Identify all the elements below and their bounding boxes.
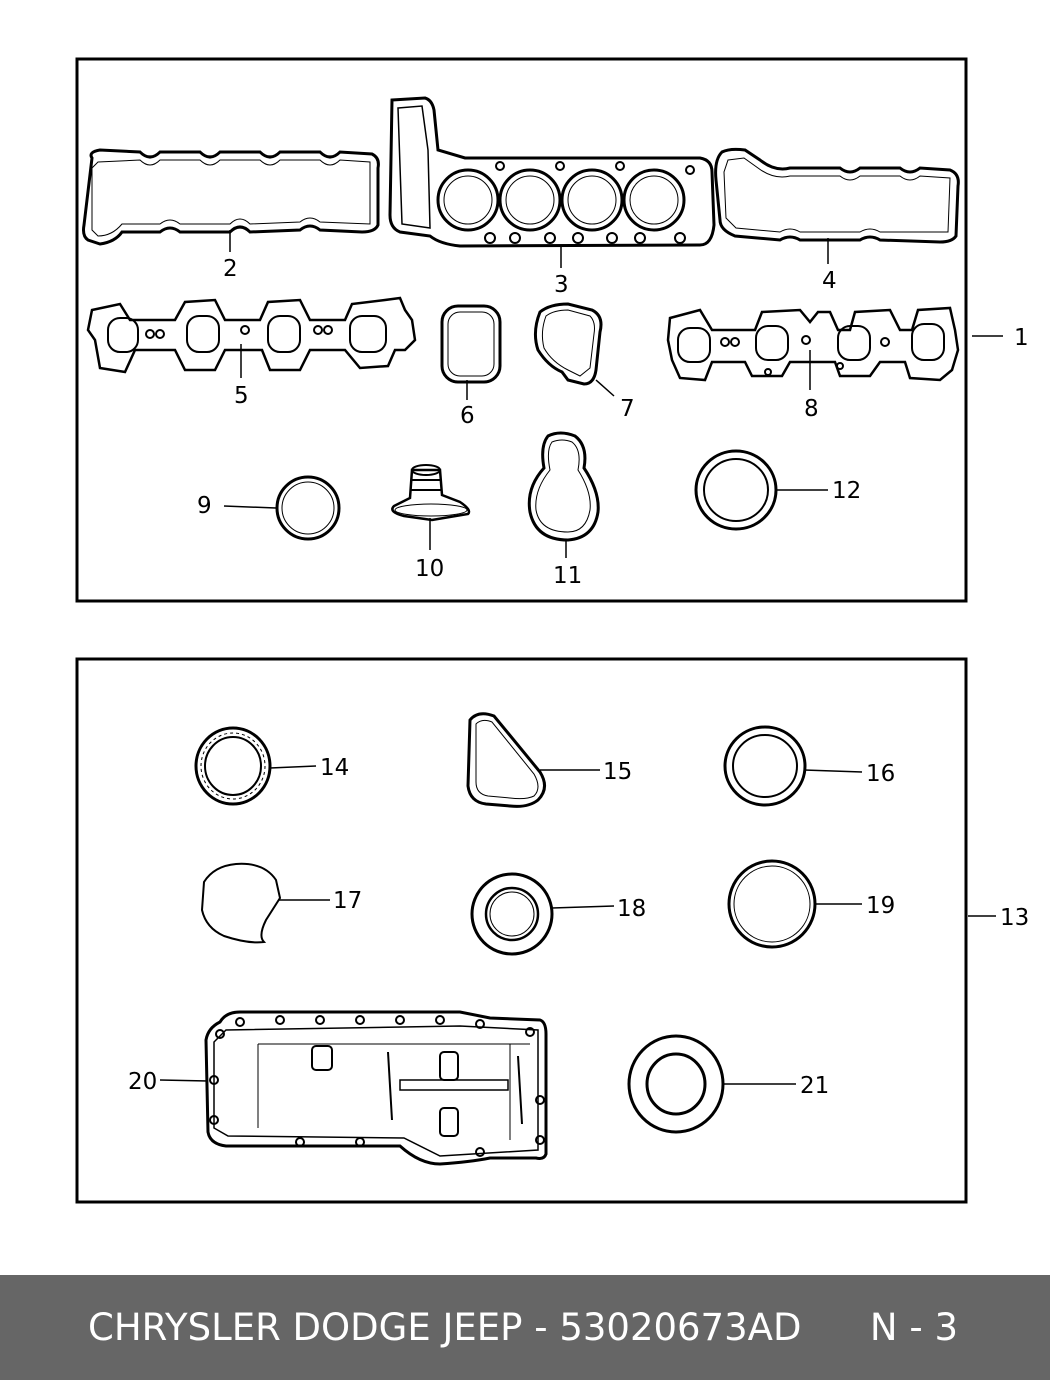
callout-10: 10	[415, 556, 444, 582]
part-8-exhaust-manifold-gasket	[666, 306, 960, 382]
callout-4: 4	[822, 268, 837, 294]
part-5-exhaust-manifold-gasket	[86, 296, 417, 374]
part-21-seal	[627, 1034, 725, 1134]
callout-21: 21	[800, 1073, 829, 1099]
part-9-o-ring	[275, 475, 341, 541]
part-18-seal	[470, 872, 554, 956]
callout-1: 1	[1014, 325, 1029, 351]
callout-11: 11	[553, 563, 582, 589]
callout-5: 5	[234, 383, 249, 409]
callout-2: 2	[223, 256, 238, 282]
part-2-valve-cover-gasket	[82, 148, 380, 246]
lower-gasket-set-panel	[75, 657, 968, 1204]
callout-8: 8	[804, 396, 819, 422]
callout-17: 17	[333, 888, 362, 914]
callout-3: 3	[554, 272, 569, 298]
callout-numbers: 1 2 3 4 5 6 7 8 9 10 11 12 13 14 15 16 1…	[128, 256, 1029, 1099]
callout-9: 9	[197, 493, 212, 519]
parts-diagram: 1 2 3 4 5 6 7 8 9 10 11 12 13 14 15 16 1…	[75, 57, 1029, 1204]
callout-12: 12	[832, 478, 861, 504]
callout-14: 14	[320, 755, 349, 781]
footer-bar: CHRYSLER DODGE JEEP - 53020673AD N - 3	[0, 1275, 1050, 1380]
part-14-ring-gasket	[194, 726, 272, 806]
callout-15: 15	[603, 759, 632, 785]
callout-7: 7	[620, 396, 635, 422]
upper-gasket-set-panel	[75, 57, 968, 603]
leader-lines	[159, 230, 1003, 1085]
callout-6: 6	[460, 403, 475, 429]
part-12-ring-gasket	[694, 449, 778, 531]
part-4-valve-cover-gasket	[714, 147, 960, 244]
part-10-valve-stem-seal	[391, 464, 471, 522]
callout-16: 16	[866, 761, 895, 787]
part-6-rectangular-gasket	[440, 304, 502, 384]
part-7-water-outlet-gasket	[533, 302, 603, 386]
callout-13: 13	[1000, 905, 1029, 931]
part-16-ring-gasket	[723, 725, 807, 807]
part-11-keyhole-gasket	[527, 431, 600, 542]
part-3-cylinder-head-gasket	[388, 96, 716, 248]
footer-page-number: N - 3	[869, 1306, 958, 1349]
part-20-oil-pan-gasket	[204, 1010, 548, 1166]
footer-title: CHRYSLER DODGE JEEP - 53020673AD	[88, 1306, 802, 1349]
callout-20: 20	[128, 1069, 157, 1095]
part-15-triangular-gasket	[466, 712, 546, 808]
part-19-o-ring	[727, 859, 817, 949]
callout-19: 19	[866, 893, 895, 919]
callout-18: 18	[617, 896, 646, 922]
part-17-cover-gasket	[200, 862, 282, 944]
